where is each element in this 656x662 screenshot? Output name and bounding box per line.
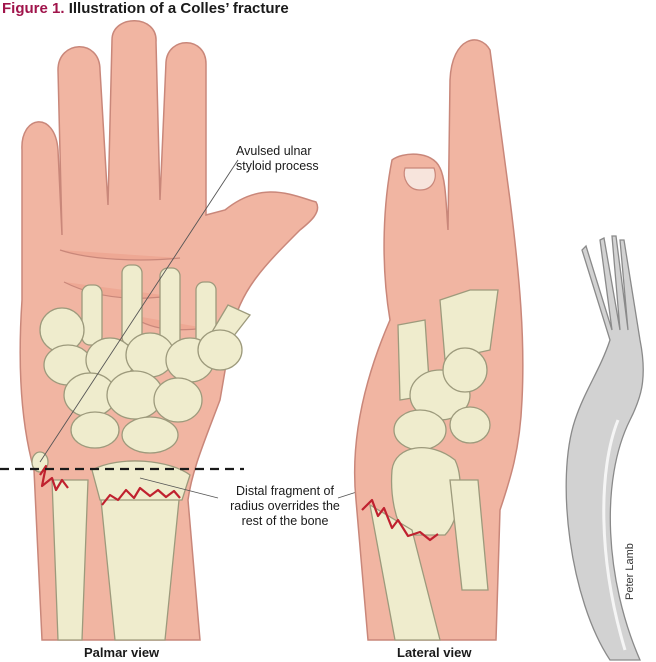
palmar-radius-fracture [101,486,181,506]
lateral-view-caption: Lateral view [397,645,472,660]
distal-fragment-label-line: rest of the bone [241,514,329,528]
distal-fragment-label-line: Distal fragment of [236,484,334,498]
distal-fragment-label: Distal fragment of radius overrides the … [225,484,345,529]
ulnar-styloid-label: Avulsed ulnar styloid process [236,144,319,174]
artist-credit: Peter Lamb [624,543,636,600]
figure-number: Figure 1. [2,0,65,17]
distal-fragment-label-line: radius overrides the [230,499,340,513]
fork-icon [565,235,644,661]
lateral-radius-fracture [361,498,439,542]
figure-title-text: Illustration of a Colles’ fracture [68,0,289,17]
lateral-bones [369,289,499,641]
distal-fragment-leader [139,477,219,499]
palmar-ulnar-fracture [39,464,69,492]
ulnar-leader [39,159,239,463]
ulnar-styloid-label-line: Avulsed ulnar [236,144,312,158]
figure-title: Figure 1. Illustration of a Colles’ frac… [2,0,289,17]
ulnar-styloid-label-line: styloid process [236,159,319,173]
palmar-bones [31,264,252,641]
palmar-view-caption: Palmar view [84,645,160,660]
